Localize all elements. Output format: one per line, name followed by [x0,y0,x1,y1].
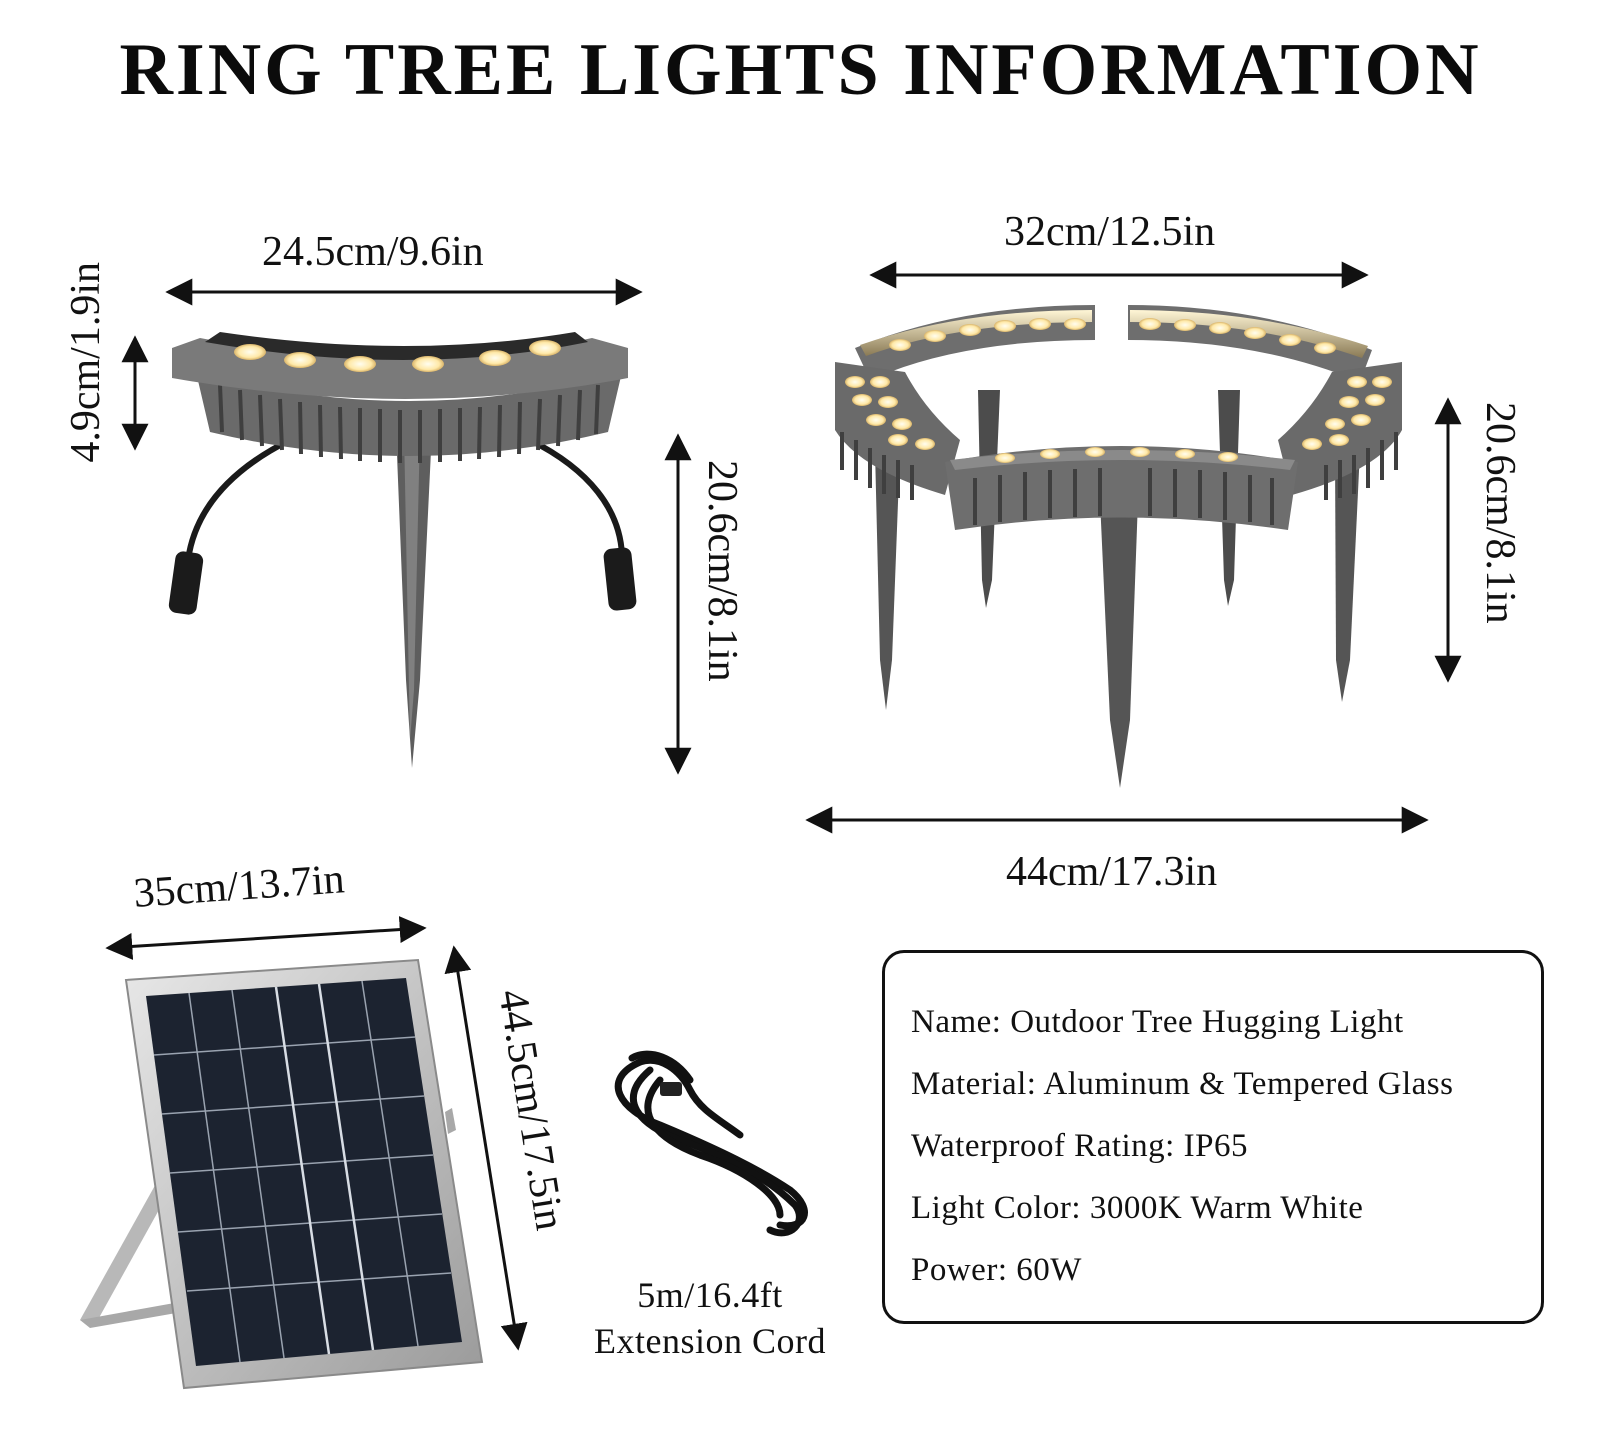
single-light-total-height-label: 20.6cm/8.1in [699,460,745,682]
ring-inner-width-label: 32cm/12.5in [1004,209,1216,255]
extension-cord [614,1050,808,1237]
spec-light-color: Light Color: 3000K Warm White [911,1190,1364,1226]
ring-height-label: 20.6cm/8.1in [1477,402,1523,624]
single-light-height-label: 4.9cm/1.9in [63,262,109,463]
cord-caption: 5m/16.4ft Extension Cord [560,1272,860,1364]
page-title: RING TREE LIGHTS INFORMATION [119,29,1482,111]
panel-height-arrow [444,945,528,1351]
spec-material: Material: Aluminum & Tempered Glass [911,1066,1454,1102]
cord-length: 5m/16.4ft [637,1275,783,1315]
single-light-width-label: 24.5cm/9.6in [262,229,484,275]
single-light-segment [121,278,692,775]
spec-waterproof: Waterproof Rating: IP65 [911,1128,1248,1164]
cord-label: Extension Cord [594,1321,826,1361]
ring-light-assembly [805,261,1462,834]
spec-box: Name: Outdoor Tree Hugging Light Materia… [882,950,1544,1324]
spec-power: Power: 60W [911,1252,1082,1288]
panel-width-arrow [105,916,427,960]
ring-outer-width-label: 44cm/17.3in [1006,849,1218,895]
solar-panel [80,916,528,1390]
spec-name: Name: Outdoor Tree Hugging Light [911,1004,1404,1040]
